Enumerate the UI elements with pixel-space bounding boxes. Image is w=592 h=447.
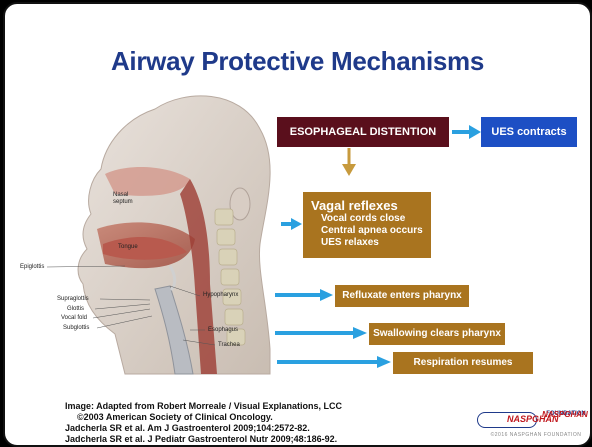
slide: Airway Protective Mechanisms <box>3 2 592 447</box>
credit-line-1: Image: Adapted from Robert Morreale / Vi… <box>65 401 342 412</box>
naspghan-footer-text: ©2016 NASPGHAN FOUNDATION <box>481 432 591 438</box>
arrow-to-swallowing <box>275 327 367 339</box>
arrow-to-refluxate <box>275 289 333 301</box>
credit-line-4: Jadcherla SR et al. J Pediatr Gastroente… <box>65 434 342 445</box>
arrow-to-ues-contracts <box>452 125 481 139</box>
arrows-layer <box>5 4 590 445</box>
arrow-to-respiration <box>277 356 391 368</box>
image-credits: Image: Adapted from Robert Morreale / Vi… <box>65 401 342 445</box>
arrow-down-to-vagal <box>342 148 356 176</box>
credit-line-2: ©2003 American Society of Clinical Oncol… <box>65 412 342 423</box>
arrow-to-vagal-reflexes <box>281 218 302 230</box>
naspghan-foundation-top: NASPGHAN <box>542 410 588 419</box>
credit-line-3: Jadcherla SR et al. Am J Gastroenterol 2… <box>65 423 342 434</box>
naspghan-foundation-logo: NASPGHAN FOUNDATION <box>542 410 590 419</box>
naspghan-logo-left: NASPGHAN <box>477 412 537 428</box>
